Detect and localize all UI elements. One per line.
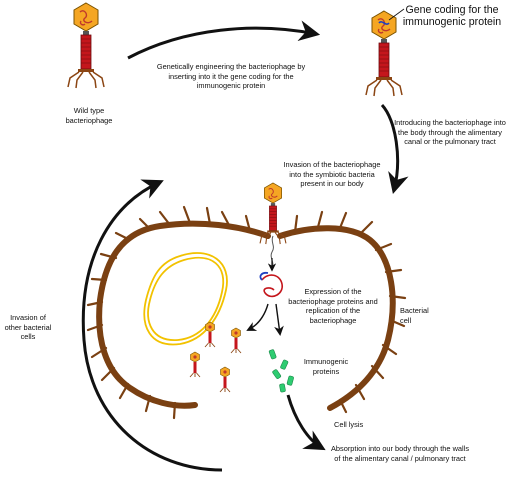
absorption-arrow	[286, 394, 326, 451]
reinfection-arrow	[81, 179, 223, 472]
protein-arrow	[274, 303, 284, 336]
invasion-other-label: Invasion of other bacterial cells	[4, 313, 52, 342]
gene-coding-label: Gene coding for the immunogenic protein	[402, 4, 502, 28]
bacterial-chromosome	[143, 252, 228, 346]
introduction-arrow	[380, 103, 409, 195]
gene-pointer-line	[388, 8, 405, 21]
introducing-label: Introducing the bacteriophage into the b…	[394, 118, 506, 147]
absorption-label: Absorption into our body through the wal…	[330, 444, 470, 463]
wild-type-phage	[67, 2, 105, 89]
inserted-gene	[259, 271, 269, 281]
immunogenic-protein-cluster	[268, 349, 294, 393]
injected-dna	[270, 235, 274, 269]
invasion-symbiotic-label: Invasion of the bacteriophage into the s…	[283, 160, 381, 189]
expression-arrow	[246, 303, 269, 331]
expression-label: Expression of the bacteriophage proteins…	[288, 287, 378, 325]
cell-lysis-label: Cell lysis	[334, 420, 364, 429]
wild-type-label: Wild type bacteriophage	[65, 106, 113, 125]
injecting-phage	[259, 182, 287, 245]
bacterial-cell-wall-right	[277, 225, 396, 411]
immunogenic-proteins-label: Immunogenic proteins	[303, 357, 349, 376]
bacterial-cell-wall	[96, 220, 271, 409]
cell-wall-spikes	[86, 205, 407, 420]
bacterial-cell-label: Bacterial cell	[400, 306, 429, 325]
genetic-engineering-label: Genetically engineering the bacteriophag…	[156, 62, 306, 91]
engineering-arrow	[127, 20, 321, 60]
engineered-phage	[365, 10, 403, 97]
phage-genome	[261, 274, 283, 298]
